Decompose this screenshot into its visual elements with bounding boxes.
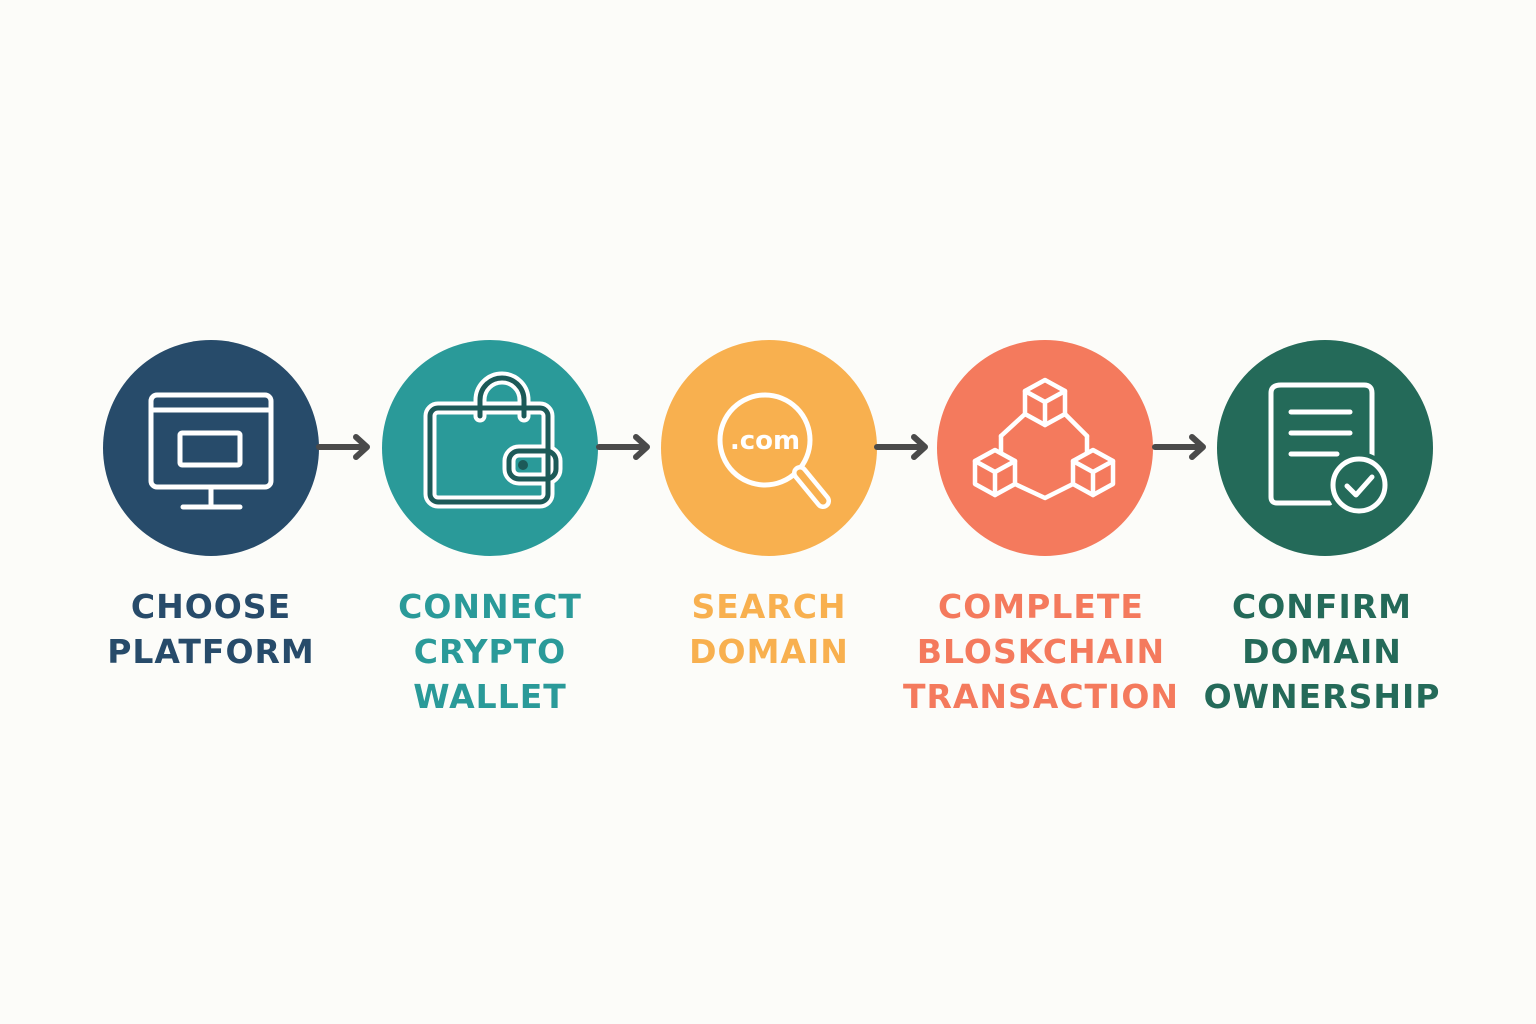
step-label-line: CONFIRM — [1232, 587, 1412, 626]
step-4-label: COMPLETE BLOSKCHAIN TRANSACTION — [891, 584, 1191, 719]
step-5-label: CONFIRM DOMAIN OWNERSHIP — [1172, 584, 1472, 719]
step-label-line: CRYPTO — [413, 632, 567, 671]
arrow-right-icon — [596, 434, 650, 460]
step-label-line: OWNERSHIP — [1203, 677, 1441, 716]
step-2-label: CONNECT CRYPTO WALLET — [340, 584, 640, 719]
step-label-line: DOMAIN — [1242, 632, 1402, 671]
step-label-line: CHOOSE — [130, 587, 292, 626]
step-2-circle — [382, 340, 598, 556]
blockchain-cubes-icon — [972, 377, 1116, 501]
step-label-line: CONNECT — [398, 587, 582, 626]
step-label-line: TRANSACTION — [902, 677, 1180, 716]
step-label-line: DOMAIN — [689, 632, 849, 671]
domain-search-icon: .com — [717, 392, 831, 509]
arrow-right-icon — [874, 434, 928, 460]
step-4-circle — [937, 340, 1153, 556]
wallet-lock-icon — [423, 371, 563, 509]
document-check-icon — [1268, 382, 1392, 518]
step-3-label: SEARCH DOMAIN — [619, 584, 919, 674]
dot-com-text: .com — [730, 426, 800, 456]
arrow-right-icon — [1152, 434, 1206, 460]
step-5-circle — [1217, 340, 1433, 556]
monitor-icon — [148, 392, 274, 510]
arrow-right-icon — [316, 434, 370, 460]
step-label-line: PLATFORM — [107, 632, 315, 671]
step-label-line: WALLET — [413, 677, 567, 716]
step-label-line: BLOSKCHAIN — [916, 632, 1166, 671]
step-label-line: SEARCH — [691, 587, 847, 626]
step-label-line: COMPLETE — [938, 587, 1144, 626]
step-3-circle: .com — [661, 340, 877, 556]
step-1-circle — [103, 340, 319, 556]
step-1-label: CHOOSE PLATFORM — [61, 584, 361, 674]
